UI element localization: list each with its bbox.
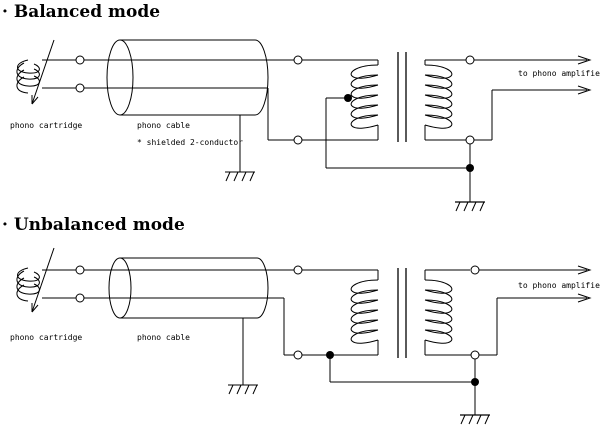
- phono-cable-shield: [108, 257, 269, 319]
- balanced-mode-diagram: · Balanced mode: [2, 2, 600, 212]
- input-terminal-bottom: [75, 83, 85, 93]
- amplifier-label: to phono amplifier: [518, 281, 600, 290]
- input-terminal-top: [75, 55, 85, 65]
- primary-winding-icon: [350, 64, 379, 129]
- ground-junction-node: [471, 378, 479, 386]
- transformer-input-bottom: [293, 135, 303, 145]
- output-terminal-bottom: [470, 350, 480, 360]
- transformer-input-top: [293, 265, 303, 275]
- input-terminal-top: [75, 265, 85, 275]
- amplifier-label: to phono amplifier: [518, 69, 600, 78]
- output-arrow-top-icon: [577, 55, 592, 65]
- output-ground-icon: [455, 201, 485, 212]
- output-arrow-bottom-icon: [577, 293, 592, 303]
- transformer-input-top: [293, 55, 303, 65]
- cartridge-coil-icon: [16, 39, 55, 105]
- output-ground-icon: [460, 414, 490, 425]
- secondary-winding-icon: [424, 279, 453, 344]
- transformer-input-bottom: [293, 350, 303, 360]
- cable-note-label: * shielded 2-conductor: [137, 138, 243, 147]
- cable-label: phono cable: [137, 121, 190, 130]
- shield-ground-icon: [225, 171, 255, 182]
- output-terminal-top: [465, 55, 475, 65]
- phono-cable-shield: [106, 39, 269, 116]
- balanced-mode-title: · Balanced mode: [2, 2, 160, 22]
- shield-ground-icon: [228, 384, 258, 395]
- output-arrow-bottom-icon: [577, 85, 592, 95]
- unbalanced-mode-diagram: · Unbalanced mode: [2, 215, 600, 425]
- cable-label: phono cable: [137, 333, 190, 342]
- cartridge-label: phono cartridge: [10, 121, 82, 130]
- output-arrow-top-icon: [577, 265, 592, 275]
- cartridge-coil-icon: [16, 247, 55, 313]
- cartridge-label: phono cartridge: [10, 333, 82, 342]
- output-terminal-top: [470, 265, 480, 275]
- input-terminal-bottom: [75, 293, 85, 303]
- primary-winding-icon: [350, 279, 379, 344]
- output-terminal-bottom: [465, 135, 475, 145]
- ground-junction-node: [466, 164, 474, 172]
- secondary-winding-icon: [424, 64, 453, 129]
- unbalanced-mode-title: · Unbalanced mode: [2, 215, 185, 235]
